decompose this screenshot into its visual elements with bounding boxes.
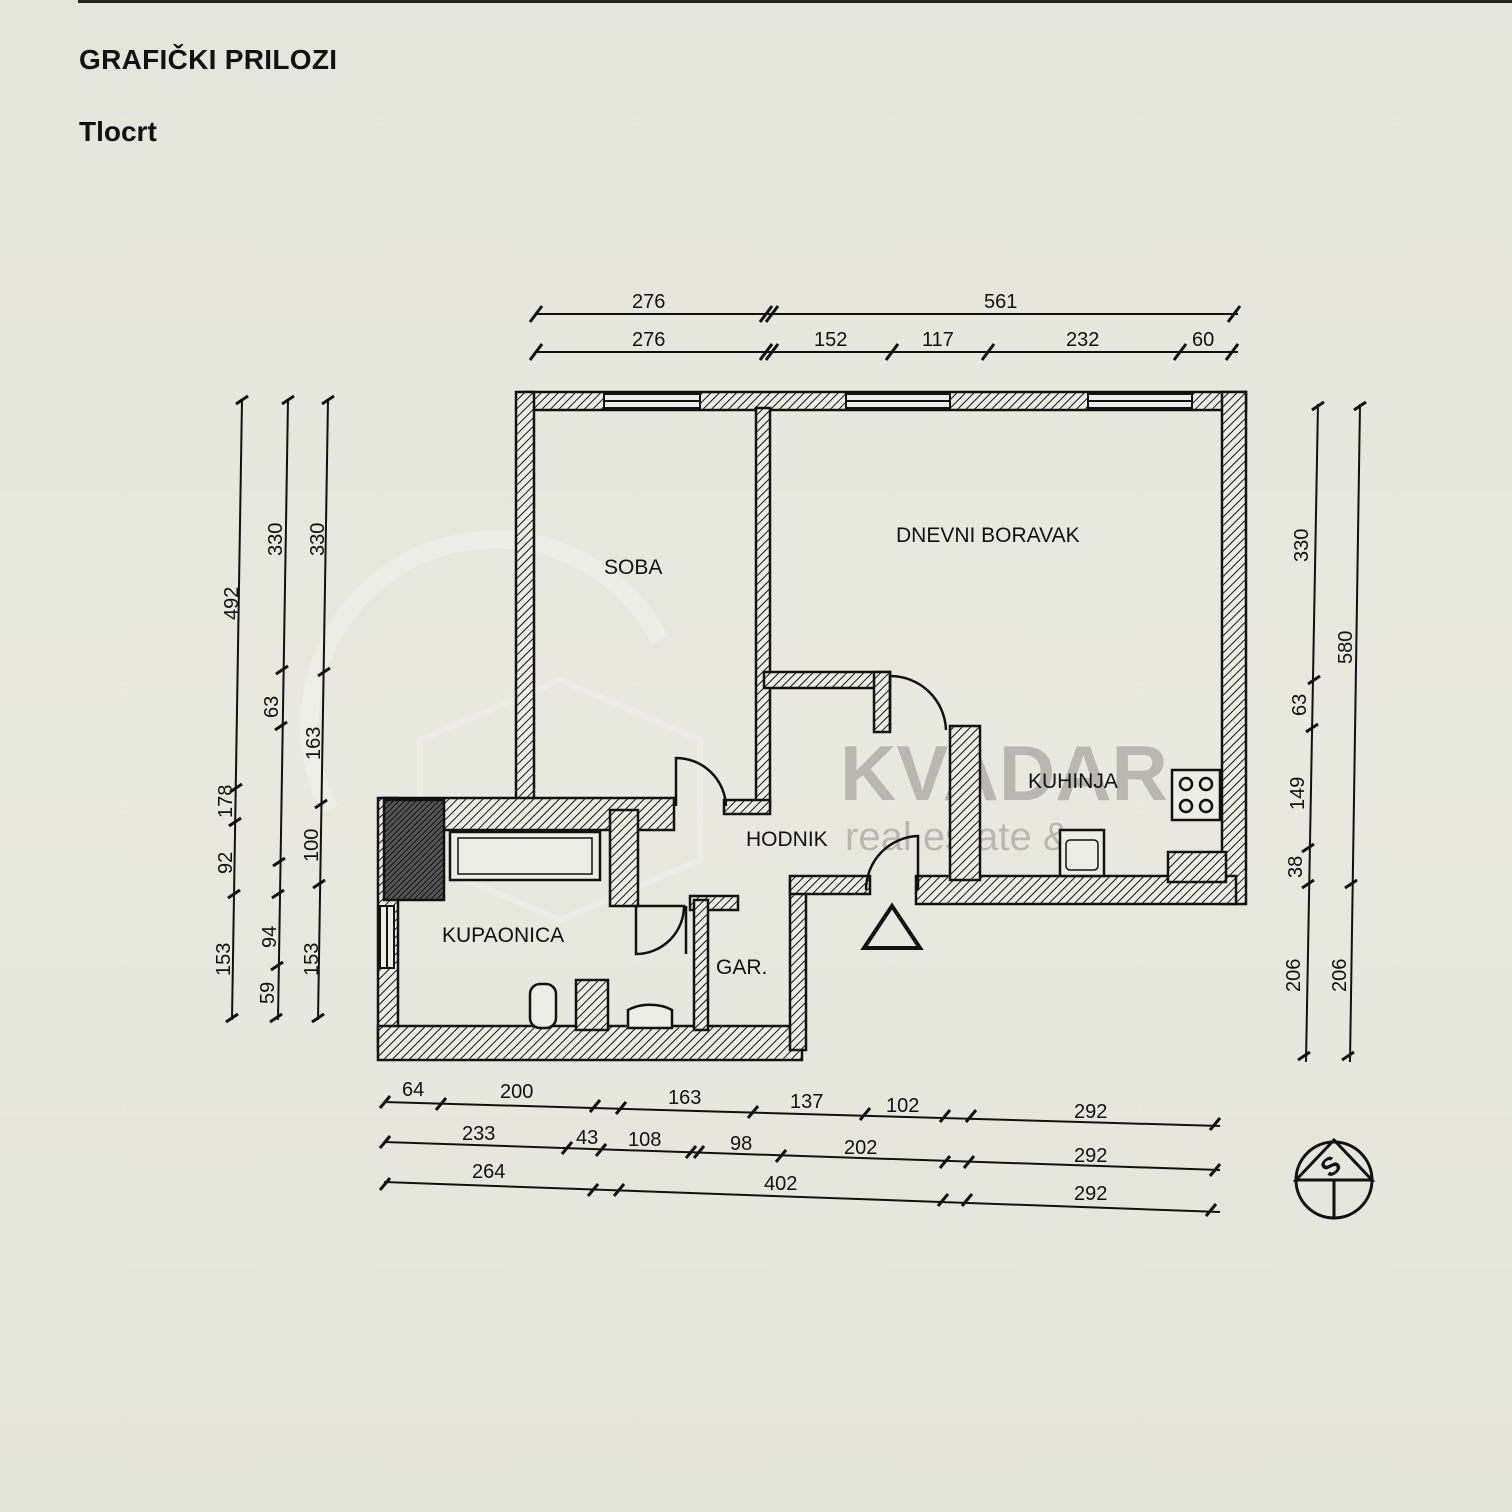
- burner-icon: [1178, 776, 1194, 792]
- burner-icon: [1198, 798, 1214, 814]
- wall-soba-left: [514, 390, 536, 806]
- room-label-kupaonica: KUPAONICA: [442, 924, 564, 947]
- dim-left-3-b: 163: [303, 727, 325, 760]
- watermark-brand: KVADAR: [840, 729, 1168, 817]
- wall-bottom: [376, 1024, 804, 1062]
- wall-bath-corner: [382, 798, 446, 902]
- dim-bottom-1-e: 102: [886, 1095, 919, 1117]
- dim-left-3-c: 100: [301, 829, 323, 862]
- dim-right-1-d: 38: [1285, 856, 1307, 878]
- door-soba: [674, 756, 728, 807]
- dimensions-right: 330 63 149 38 206 580 206: [1283, 529, 1357, 992]
- room-labels: SOBA DNEVNI BORAVAK KUHINJA HODNIK KUPAO…: [442, 524, 1118, 979]
- dim-right-1-a: 330: [1291, 529, 1313, 562]
- dim-bottom-1-b: 200: [500, 1081, 533, 1103]
- dim-left-1-b: 178: [215, 785, 237, 818]
- dimensions-left: 492 178 92 153 330 63 94 59 330 163 100 …: [213, 523, 329, 1004]
- dim-left-1-a: 492: [221, 587, 243, 620]
- wall-soba-door-jamb: [722, 798, 772, 816]
- floor-plan-title: Tlocrt: [79, 116, 157, 147]
- walls: [376, 390, 1248, 1062]
- dim-top-1-b: 561: [984, 291, 1017, 313]
- dim-right-1-e: 206: [1283, 959, 1305, 992]
- dim-left-1-c: 92: [215, 852, 237, 874]
- dim-top-2-c: 117: [922, 329, 954, 351]
- dim-top-2-a: 276: [632, 329, 665, 351]
- room-label-hodnik: HODNIK: [746, 828, 828, 851]
- burner-icon: [1198, 776, 1214, 792]
- door-boravak: [888, 674, 948, 731]
- dim-right-1-c: 149: [1287, 777, 1309, 810]
- bathtub: [448, 830, 602, 882]
- dim-top-2-b: 152: [814, 329, 847, 351]
- wall-hall-top: [762, 670, 892, 690]
- dim-left-2-a: 330: [265, 523, 287, 556]
- wall-right: [1220, 390, 1248, 906]
- wall-hall-stub: [872, 670, 892, 734]
- dim-bottom-2-e: 202: [844, 1137, 877, 1159]
- dim-left-2-c: 94: [259, 926, 281, 948]
- dimensions-top: 276 561 276 152 117 232 60: [632, 291, 1214, 351]
- top-rule: [78, 0, 1512, 3]
- dim-right-1-b: 63: [1289, 694, 1311, 716]
- wall-gar-right: [788, 878, 808, 1052]
- dim-bottom-3-a: 264: [472, 1161, 505, 1183]
- door-entrance: [864, 834, 920, 891]
- dim-bottom-3-c: 292: [1074, 1183, 1107, 1205]
- dim-left-1-d: 153: [213, 943, 235, 976]
- dim-left-2-b: 63: [261, 696, 283, 718]
- wall-bath-stub: [574, 978, 610, 1032]
- washbasin: [626, 1003, 674, 1030]
- wall-hall-bottom: [788, 874, 872, 896]
- dim-top-2-d: 232: [1066, 329, 1099, 351]
- dim-top-2-e: 60: [1192, 329, 1214, 351]
- dim-right-2-a: 580: [1335, 631, 1357, 664]
- entrance-icon: [860, 902, 924, 950]
- dim-bottom-2-f: 292: [1074, 1145, 1107, 1167]
- dim-bottom-2-a: 233: [462, 1123, 495, 1145]
- doors: [634, 674, 948, 956]
- dim-bottom-1-f: 292: [1074, 1101, 1107, 1123]
- door-bath: [634, 904, 686, 956]
- dimension-lines: [231, 313, 1361, 1213]
- room-label-garderoba: GAR.: [716, 956, 767, 979]
- windows: [379, 393, 1193, 969]
- dim-top-1-a: 276: [632, 291, 665, 313]
- wall-kitchen-left: [948, 724, 982, 882]
- fixtures: [448, 768, 1222, 1030]
- burner-icon: [1178, 798, 1194, 814]
- wall-partition: [754, 406, 772, 810]
- wall-bath-right-upper: [608, 808, 640, 908]
- toilet: [528, 982, 558, 1030]
- dim-left-3-a: 330: [307, 523, 329, 556]
- wall-gar-left: [692, 898, 710, 1032]
- dim-bottom-1-c: 163: [668, 1087, 701, 1109]
- wall-kitchen-corner: [1166, 850, 1228, 884]
- dim-right-2-b: 206: [1329, 959, 1351, 992]
- compass-icon: S: [1292, 1137, 1376, 1220]
- room-label-dnevni-boravak: DNEVNI BORAVAK: [896, 524, 1080, 547]
- dim-bottom-2-b: 43: [576, 1127, 598, 1149]
- dim-bottom-1-d: 137: [790, 1091, 823, 1113]
- dim-left-2-d: 59: [257, 982, 279, 1004]
- dim-bottom-3-b: 402: [764, 1173, 797, 1195]
- stove: [1170, 768, 1222, 822]
- room-label-soba: SOBA: [604, 556, 662, 579]
- room-label-kuhinja: KUHINJA: [1028, 770, 1118, 793]
- section-title: GRAFIČKI PRILOZI: [79, 44, 338, 75]
- dim-bottom-1-a: 64: [402, 1079, 424, 1101]
- dim-left-3-d: 153: [301, 943, 323, 976]
- dimensions-bottom: 64 200 163 137 102 292 233 43 108 98 202…: [402, 1079, 1107, 1205]
- dim-bottom-2-c: 108: [628, 1129, 661, 1151]
- dimension-ticks: [225, 305, 1367, 1217]
- dim-bottom-2-d: 98: [730, 1133, 752, 1155]
